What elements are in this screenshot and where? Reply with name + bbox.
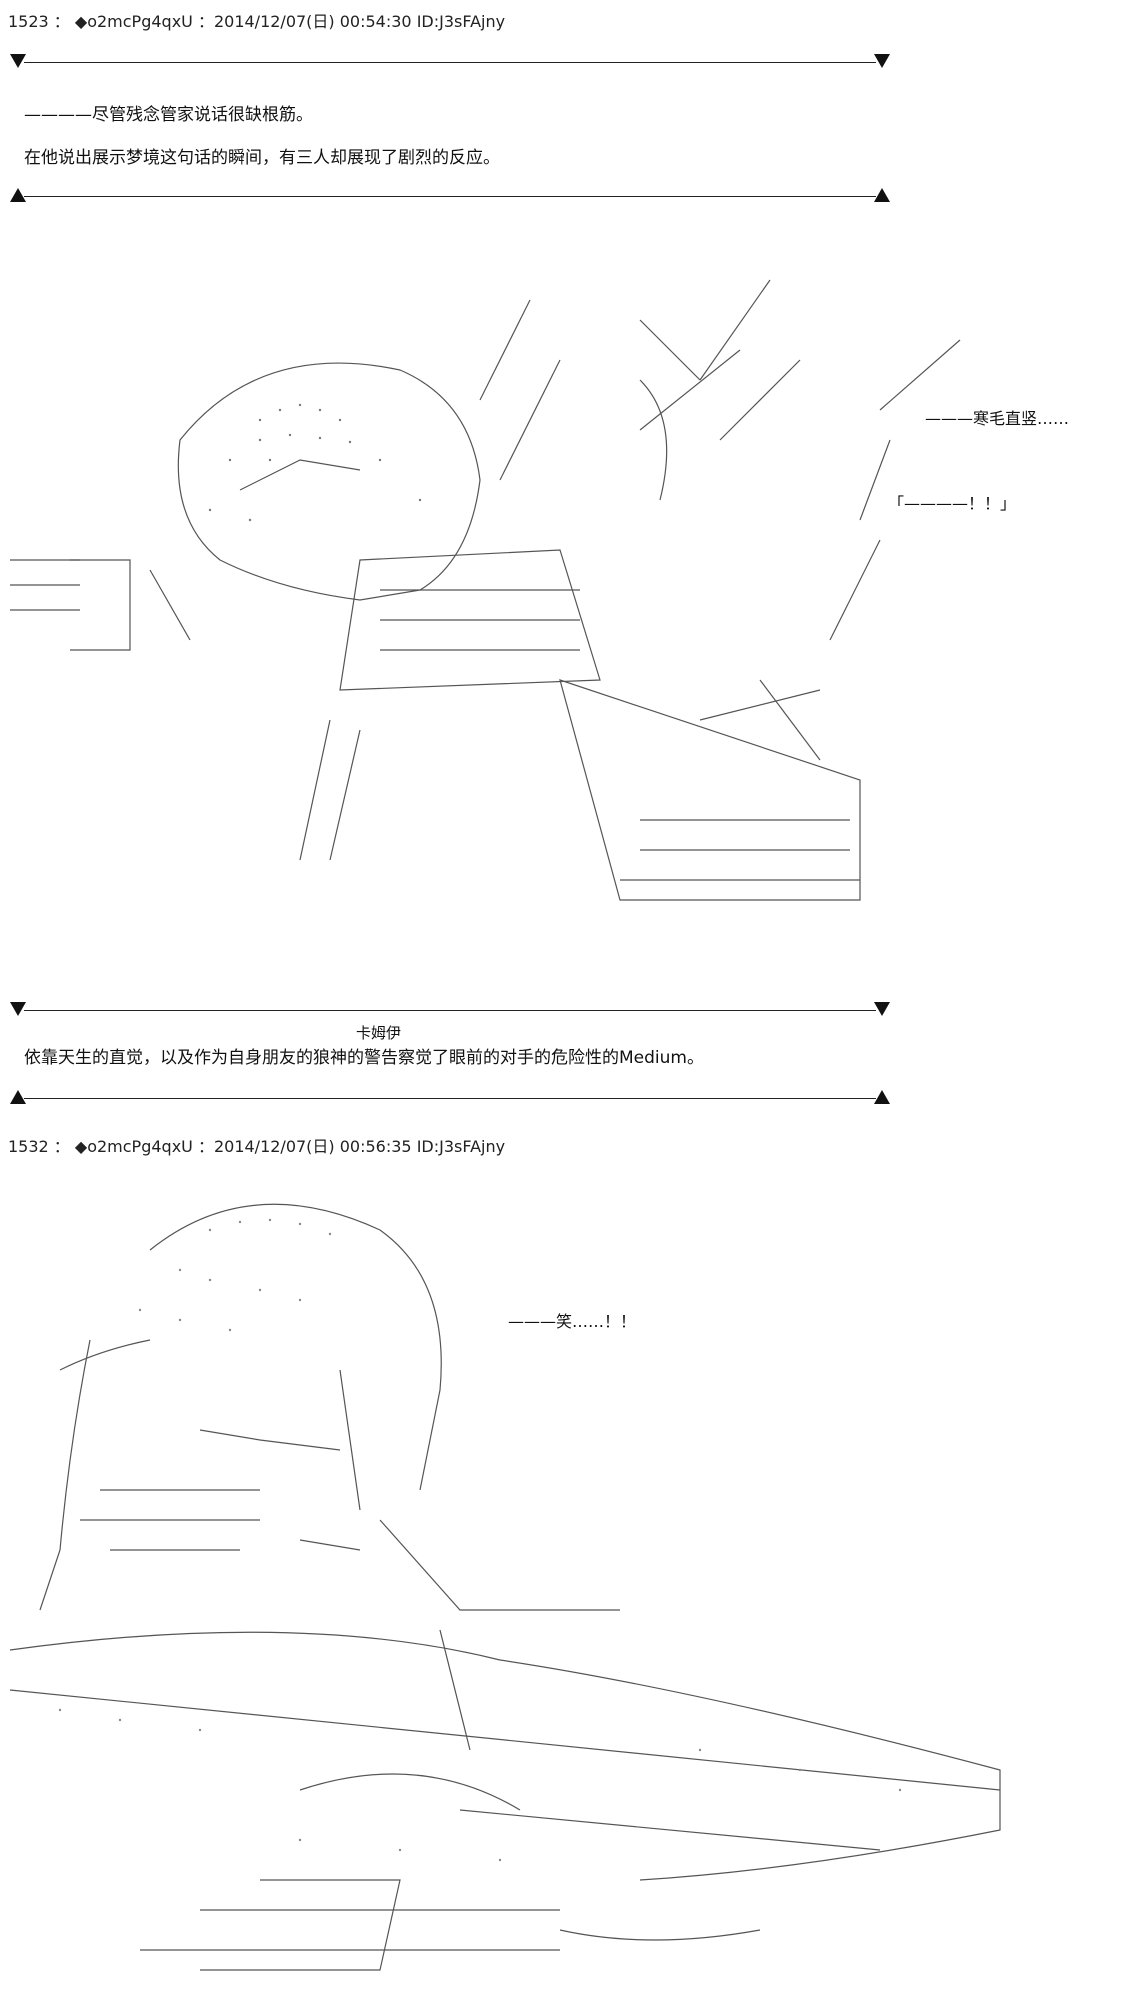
post-header: 1532 ： ◆o2mcPg4qxU ：2014/12/07(日) 00:56:…: [8, 1137, 506, 1156]
caption-line: 依靠天生的直觉，以及作为自身朋友的狼神的警告察觉了眼前的对手的危险性的Mediu…: [24, 1048, 704, 1068]
triangle-up-icon: [10, 1090, 26, 1104]
triangle-down-icon: [10, 1002, 26, 1016]
triangle-down-icon: [10, 54, 26, 68]
triangle-down-icon: [874, 1002, 890, 1016]
ascii-art-illustration: [0, 260, 1000, 920]
triangle-up-icon: [874, 188, 890, 202]
triangle-down-icon: [874, 54, 890, 68]
callout-text: ———笑……！！: [508, 1312, 637, 1331]
ascii-art-illustration: [0, 1190, 1030, 2000]
narration-line: ————尽管残念管家说话很缺根筋。: [24, 105, 313, 125]
divider-top: [10, 1000, 890, 1022]
divider-bottom: [10, 186, 890, 208]
callout-text: ———寒毛直竖……: [925, 409, 1070, 428]
post-header: 1523 ： ◆o2mcPg4qxU ：2014/12/07(日) 00:54:…: [8, 12, 506, 31]
divider-top: [10, 52, 890, 74]
triangle-up-icon: [874, 1090, 890, 1104]
divider-bottom: [10, 1088, 890, 1110]
narration-line: 在他说出展示梦境这句话的瞬间，有三人却展现了剧烈的反应。: [24, 148, 500, 168]
callout-text: 「————！！」: [888, 494, 1017, 513]
ruby-text: 卡姆伊: [356, 1024, 402, 1042]
triangle-up-icon: [10, 188, 26, 202]
